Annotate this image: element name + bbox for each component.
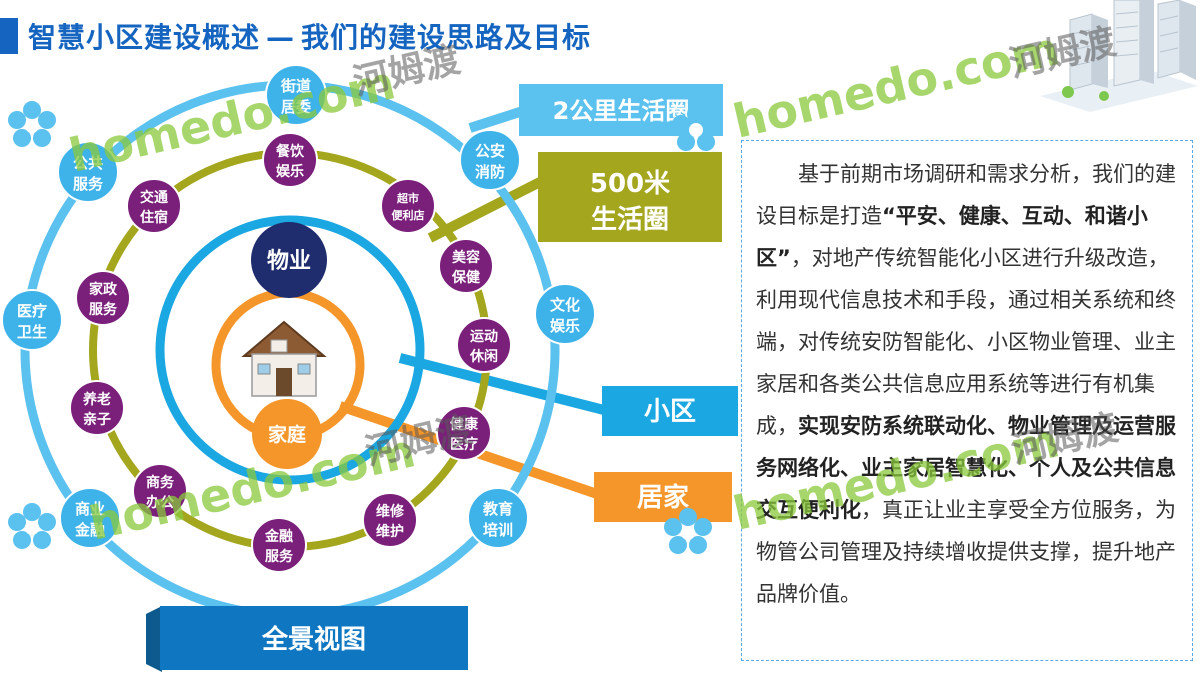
outer-node-label-1: 医疗 [17,302,47,320]
title-separator: — [266,21,296,54]
label-500m-line2: 生活圈 [591,205,669,235]
desc-goal-highlight: “平安、健康、互动、和谐小区” [756,204,1148,270]
outer-node-label-1: 教育 [482,500,513,518]
middle-node [132,463,188,519]
label-500m-box [538,152,722,242]
desc-achievement-highlight: 实现安防系统联动化、物业管理及运营服务网络化、业主家居智慧化、个人及公共信息交互… [756,414,1176,522]
middle-node-label-2: 医疗 [450,436,478,453]
middle-node-label-2: 便利店 [392,208,425,222]
title-bar: 智慧小区建设概述—我们的建设思路及目标 [0,14,591,58]
outer-node-label-1: 文化 [550,296,580,314]
middle-node [456,317,512,373]
label-2km: 2公里生活圈 [553,97,690,125]
title-main: 智慧小区建设概述 [28,21,261,54]
outer-node [57,141,119,203]
connector-community [398,353,606,415]
outer-node-label-2: 培训 [483,521,513,539]
middle-node-label-1: 家政 [89,281,118,298]
house-icon [241,320,327,397]
watermark-en: homedo.com [728,21,1065,149]
middle-node-label-1: 养老 [82,391,111,408]
middle-node-label-2: 服务 [89,301,118,318]
outer-node-label-2: 消防 [475,163,505,181]
middle-node-label-1: 餐饮 [275,143,305,160]
middle-node [69,380,125,436]
ring-community [155,215,425,485]
label-community-box [602,386,738,436]
desc-part-1: 基于前期市场调研和需求分析，我们的建设目标是打造 [756,162,1176,228]
middle-node [362,492,418,548]
outer-node-label-2: 金融 [74,521,105,539]
middle-node-label-1: 健康 [450,416,479,433]
outer-node-label-1: 公共 [73,154,103,172]
title-marker [0,18,18,54]
middle-node-label-1: 金融 [264,528,293,545]
flower-logo-icon [664,508,712,554]
desc-part-2: ，对地产传统智能化小区进行升级改造，利用现代信息技术和手段，通过相关系统和终端，… [756,246,1176,438]
connector-2km [468,105,528,133]
outer-node-label-1: 街道 [280,77,311,95]
middle-node-label-2: 服务 [265,548,294,565]
middle-node-label-1: 超市 [396,191,419,205]
label-home: 居家 [637,482,689,513]
page-title: 智慧小区建设概述—我们的建设思路及目标 [28,16,591,56]
middle-node [126,178,182,234]
middle-node-label-1: 运动 [470,328,498,345]
middle-node [380,178,436,234]
middle-node-label-2: 办公 [146,494,174,511]
jiating-label: 家庭 [268,423,306,446]
overview-label: 全景视图 [261,624,366,655]
overview-ribbon-fold [146,606,162,672]
middle-node-label-2: 维护 [376,523,404,540]
middle-node-label-1: 商务 [146,474,175,491]
outer-node-label-2: 娱乐 [550,317,580,335]
outer-node-label-1: 商业 [75,500,105,518]
desc-part-3: ，真正让业主享受全方位服务，为物管公司管理及持续增收提供支撑，提升地产品牌价值。 [756,498,1176,606]
outer-node-label-1: 公安 [475,142,505,160]
middle-node [251,517,307,573]
flower-logo-icon [8,101,56,147]
description-panel: 基于前期市场调研和需求分析，我们的建设目标是打造“平安、健康、互动、和谐小区”，… [741,140,1193,661]
outer-node [534,283,596,345]
middle-node-label-1: 维修 [376,503,405,520]
middle-node-label-1: 交通 [140,189,168,206]
middle-node-label-2: 保健 [451,269,480,286]
outer-node-label-2: 居委 [281,98,311,116]
wuye-label: 物业 [267,248,311,274]
middle-node [262,132,318,188]
outer-node [1,289,63,351]
title-sub: 我们的建设思路及目标 [301,21,592,54]
middle-node-label-2: 亲子 [83,411,111,428]
buildings-illustration [1040,0,1198,112]
outer-node [59,487,121,549]
outer-node-label-2: 服务 [73,175,104,193]
label-500m-line1: 500米 [590,169,670,199]
outer-node [459,129,521,191]
middle-node-label-1: 美容 [452,249,480,266]
jiating-node [252,399,322,469]
middle-node [75,270,131,326]
overview-box [160,606,468,670]
wuye-node [251,222,327,298]
outer-node-label-2: 卫生 [17,323,47,341]
middle-node-label-2: 娱乐 [276,163,304,180]
middle-node-label-2: 住宿 [140,209,168,226]
outer-node [265,64,327,126]
label-community: 小区 [644,397,696,427]
outer-node [467,487,529,549]
flower-logo-icon [8,503,56,549]
middle-node [436,405,492,461]
middle-node-group: 餐饮娱乐超市便利店美容保健运动休闲健康医疗维修维护金融服务商务办公养老亲子家政服… [69,132,512,573]
flower-logo-icon [672,105,720,151]
middle-node [438,238,494,294]
label-home-box [594,472,732,522]
middle-node-label-2: 休闲 [469,348,498,365]
